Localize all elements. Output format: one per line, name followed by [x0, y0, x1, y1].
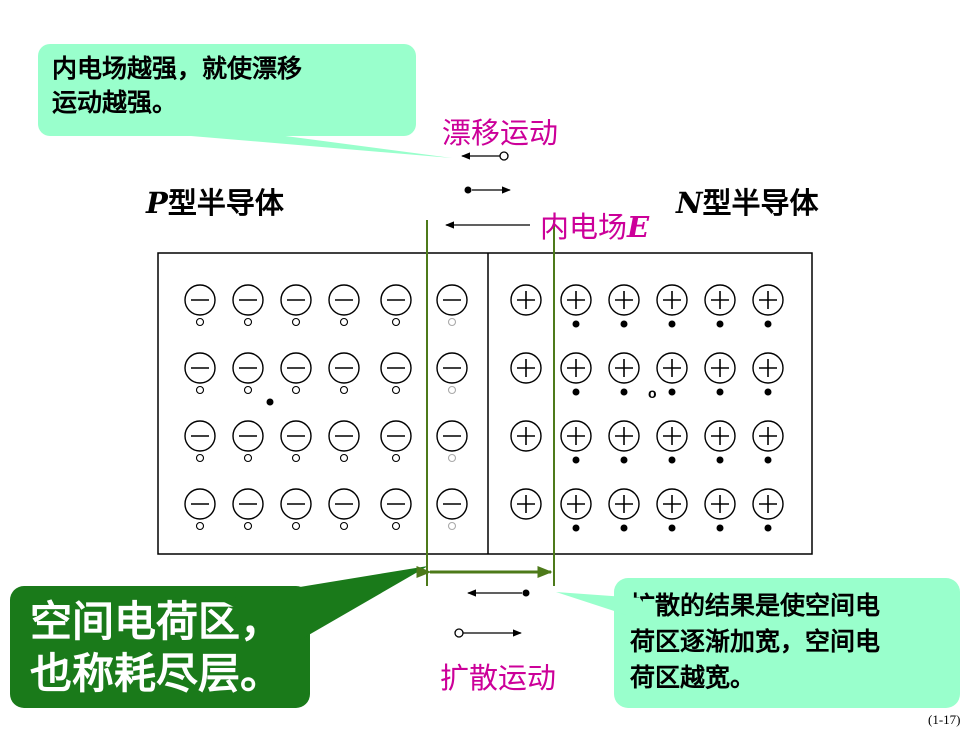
semiconductor-block	[157, 252, 813, 555]
hole	[243, 453, 253, 463]
free-electron	[764, 524, 772, 532]
hole	[447, 317, 457, 327]
free-electron	[572, 456, 580, 464]
stray-hole: o	[648, 385, 657, 401]
free-electron	[764, 388, 772, 396]
drift-callout-tail	[120, 130, 452, 158]
drift-motion-label: 漂移运动	[442, 116, 559, 150]
p-letter: P	[146, 186, 168, 220]
hole	[391, 385, 401, 395]
drift-electron	[464, 186, 472, 194]
hole	[339, 317, 349, 327]
diffusion-callout: 扩散的结果是使空间电 荷区逐渐加宽，空间电 荷区越宽。	[614, 578, 960, 708]
hole	[339, 385, 349, 395]
diffusion-callout-line-1: 扩散的结果是使空间电	[630, 591, 881, 620]
hole	[447, 453, 457, 463]
free-electron	[668, 524, 676, 532]
drift-callout-line-1: 内电场越强，就使漂移	[52, 54, 303, 83]
free-electron	[620, 456, 628, 464]
internal-field-label: 内电场E	[540, 204, 649, 246]
free-electron	[572, 524, 580, 532]
hole	[291, 317, 301, 327]
hole	[291, 453, 301, 463]
free-electron	[572, 388, 580, 396]
stray-electron	[266, 398, 274, 406]
hole	[195, 453, 205, 463]
free-electron	[764, 456, 772, 464]
free-electron	[668, 388, 676, 396]
n-type-label: N型半导体	[676, 180, 819, 222]
drift-hole	[499, 151, 509, 161]
diffusion-callout-tail	[556, 592, 660, 626]
hole	[447, 385, 457, 395]
internal-field-text: 内电场	[540, 210, 628, 244]
drift-callout-line-2: 运动越强。	[52, 88, 178, 117]
diffusion-hole	[454, 628, 464, 638]
hole	[195, 521, 205, 531]
p-type-text: 型半导体	[167, 186, 284, 220]
ion-grid	[184, 284, 784, 532]
hole	[291, 521, 301, 531]
free-electron	[668, 456, 676, 464]
depletion-callout-line-2: 也称耗尽层。	[30, 649, 283, 698]
diffusion-motion-label: 扩散运动	[440, 661, 557, 695]
free-electron	[764, 320, 772, 328]
free-electron	[716, 524, 724, 532]
diffusion-callout-line-2: 荷区逐渐加宽，空间电	[630, 627, 881, 656]
n-letter: N	[676, 186, 703, 220]
n-type-text: 型半导体	[702, 186, 819, 220]
hole	[195, 317, 205, 327]
diffusion-callout-line-3: 荷区越宽。	[630, 663, 756, 692]
hole	[339, 521, 349, 531]
hole	[391, 453, 401, 463]
slide-number: (1-17)	[928, 712, 961, 727]
hole	[243, 521, 253, 531]
hole	[243, 385, 253, 395]
hole	[391, 317, 401, 327]
hole	[291, 385, 301, 395]
hole	[195, 385, 205, 395]
p-type-label: P型半导体	[146, 180, 284, 222]
free-electron	[620, 524, 628, 532]
free-electron	[716, 456, 724, 464]
hole	[339, 453, 349, 463]
diffusion-electron	[522, 589, 530, 597]
free-electron	[716, 320, 724, 328]
hole	[447, 521, 457, 531]
free-electron	[572, 320, 580, 328]
free-electron	[668, 320, 676, 328]
free-electron	[716, 388, 724, 396]
free-electron	[620, 388, 628, 396]
hole	[391, 521, 401, 531]
field-symbol: E	[627, 210, 650, 244]
drift-callout: 内电场越强，就使漂移 运动越强。	[38, 44, 416, 136]
depletion-callout-tail	[220, 566, 428, 640]
free-electron	[620, 320, 628, 328]
hole	[243, 317, 253, 327]
